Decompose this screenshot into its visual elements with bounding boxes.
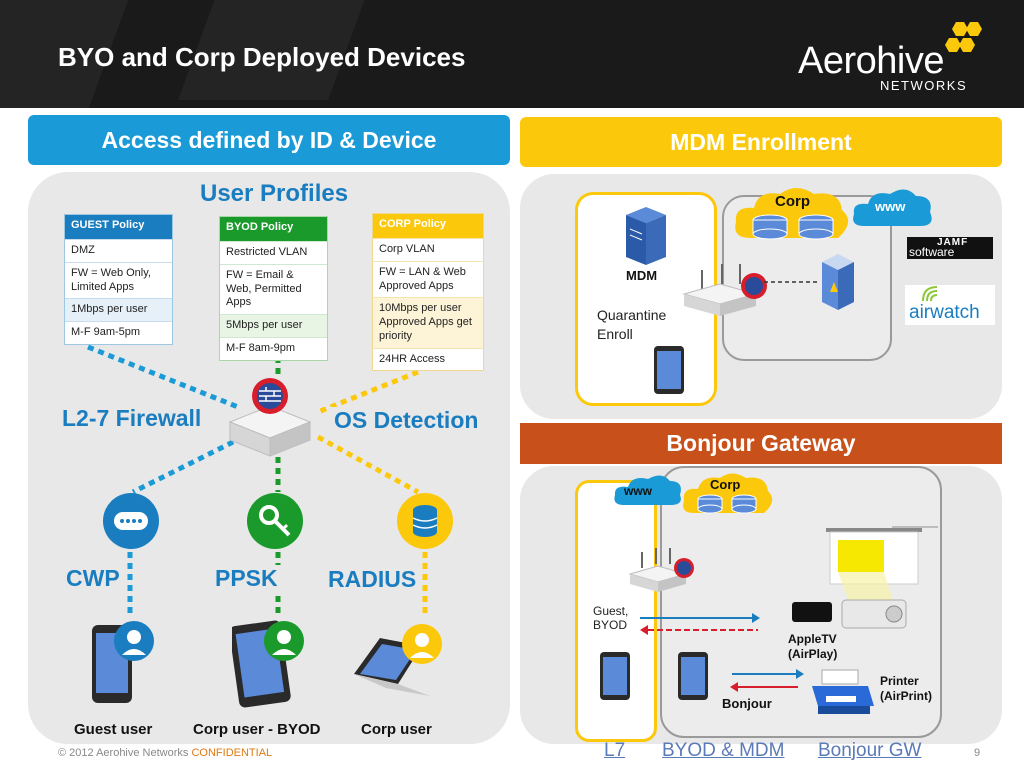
phone-device-icon: [92, 621, 154, 703]
appletv-icon: [792, 599, 907, 629]
policy-row: Corp VLAN: [373, 238, 483, 261]
firewall-label: L2-7 Firewall: [58, 405, 206, 432]
corp-cloud-icon: [735, 188, 849, 240]
byod-user-label: Corp user - BYOD: [193, 721, 321, 738]
mdm-label: MDM: [626, 268, 658, 283]
section-mdm: MDM Enrollment: [520, 117, 1002, 167]
mdm-server-icon: [626, 207, 666, 265]
enroll-label: Enroll: [597, 326, 633, 342]
www-cloud-icon: [614, 475, 681, 505]
cwp-label: CWP: [62, 565, 124, 592]
ppsk-label: PPSK: [211, 565, 282, 592]
policy-header: GUEST Policy: [65, 215, 172, 239]
policy-row: DMZ: [65, 239, 172, 262]
airwatch-logo: airwatch: [905, 285, 995, 325]
printer-icon: [812, 669, 874, 714]
corp-policy-table: CORP Policy Corp VLAN FW = LAN & Web App…: [372, 213, 484, 372]
access-point-icon: [682, 264, 767, 316]
link-bonjour-gw[interactable]: Bonjour GW: [818, 740, 922, 761]
www-label: www: [624, 484, 653, 498]
cwp-icon: [103, 493, 159, 549]
policy-row: 1Mbps per user: [65, 298, 172, 321]
logo-wordmark: Aerohive: [798, 40, 944, 82]
connection-link: [764, 254, 854, 310]
user-profiles-title: User Profiles: [200, 180, 349, 207]
bonjour-label: Bonjour: [722, 696, 772, 711]
tablet-device-icon: [232, 620, 304, 708]
policy-header: CORP Policy: [373, 214, 483, 238]
page-title: BYO and Corp Deployed Devices: [58, 42, 466, 72]
quarantine-label: Quarantine: [597, 307, 667, 323]
page-number: 9: [974, 747, 981, 759]
guest-user-label: Guest user: [74, 721, 153, 738]
guest-byod-label: Guest, BYOD: [593, 604, 629, 633]
tablet-icon: [654, 346, 684, 394]
section-bonjour: Bonjour Gateway: [520, 423, 1002, 464]
appletv-label: AppleTV (AirPlay): [788, 632, 838, 661]
access-point-icon: [628, 548, 694, 592]
policy-row: 5Mbps per user: [220, 314, 327, 337]
access-point-icon: [228, 378, 312, 457]
policy-row: Restricted VLAN: [220, 241, 327, 264]
www-cloud-label: www: [875, 199, 906, 214]
policy-row: M-F 8am-9pm: [220, 336, 327, 360]
www-cloud-icon: [853, 189, 932, 226]
laptop-device-icon: [354, 624, 442, 696]
bonjour-arrows: [730, 669, 804, 692]
corp-user-label: Corp user: [361, 721, 432, 738]
logo-subtitle: NETWORKS: [880, 78, 968, 93]
policy-row: FW = Web Only, Limited Apps: [65, 261, 172, 299]
radius-label: RADIUS: [324, 566, 421, 593]
os-detection-label: OS Detection: [330, 407, 483, 434]
policy-header: BYOD Policy: [220, 217, 327, 241]
corp-cloud-label: Corp: [775, 193, 810, 210]
database-icon: [397, 493, 453, 549]
footer-copyright: © 2012 Aerohive Networks CONFIDENTIAL: [58, 747, 273, 759]
policy-row: FW = LAN & Web Approved Apps: [373, 260, 483, 298]
policy-row: M-F 9am-5pm: [65, 321, 172, 344]
guest-policy-table: GUEST Policy DMZ FW = Web Only, Limited …: [64, 214, 173, 345]
traffic-arrows: [640, 613, 760, 635]
key-icon: [247, 493, 303, 549]
printer-label: Printer (AirPrint): [880, 674, 932, 703]
tablet-icon: [600, 652, 630, 700]
airwatch-signal-icon: [922, 286, 938, 302]
link-byod-mdm[interactable]: BYOD & MDM: [662, 740, 785, 761]
link-l7[interactable]: L7: [604, 740, 626, 761]
corp-cloud-icon: [683, 473, 773, 514]
corp-label: Corp: [710, 477, 741, 492]
policy-row: 24HR Access: [373, 347, 483, 371]
policy-row: FW = Email & Web, Permitted Apps: [220, 263, 327, 314]
byod-policy-table: BYOD Policy Restricted VLAN FW = Email &…: [219, 216, 328, 361]
tablet-icon: [678, 652, 708, 700]
header-bar: BYO and Corp Deployed Devices Aerohive N…: [0, 0, 1024, 108]
logo-hexagon-icon: [945, 22, 982, 52]
policy-row: 10Mbps per user Approved Apps get priori…: [373, 297, 483, 348]
section-access: Access defined by ID & Device: [28, 115, 510, 165]
jamf-logo: JAMF software: [907, 237, 993, 259]
